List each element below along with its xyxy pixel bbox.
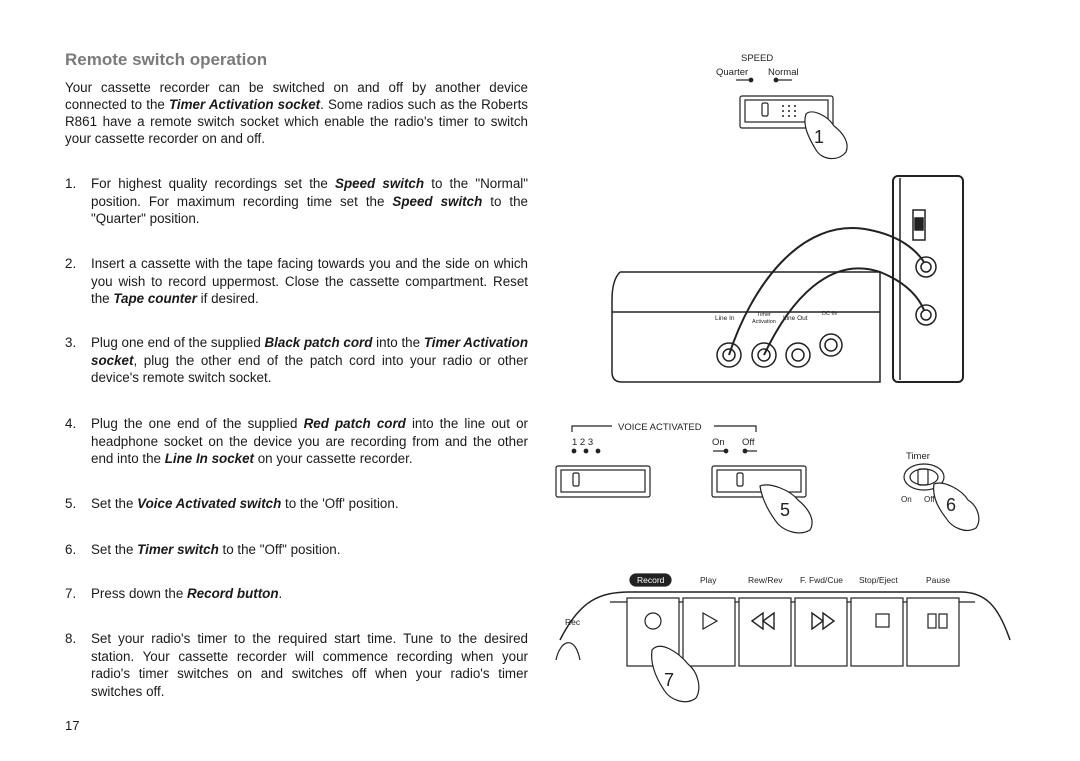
voice-activated-diagram: VOICE ACTIVATED 1 2 3 On Off 5	[555, 422, 813, 534]
page-title: Remote switch operation	[65, 50, 268, 69]
callout-5: 5	[780, 500, 790, 520]
line-in-label: Line In	[715, 315, 735, 322]
timer-switch-diagram: Timer On Off 6	[901, 451, 980, 531]
record-button-icon	[644, 612, 662, 630]
callout-1: 1	[814, 127, 824, 147]
socket-diagram: Line In Timer Activation Line Out DC 6v	[611, 175, 964, 383]
voice-title: VOICE ACTIVATED	[618, 422, 702, 433]
speed-normal-label: Normal	[768, 67, 799, 78]
step-text: Set the Voice Activated switch to the 'O…	[91, 496, 399, 511]
hand-pointer-icon	[759, 484, 813, 534]
transport-buttons-diagram: Record Play Rew/Rev F. Fwd/Cue Stop/Ejec…	[555, 573, 1011, 703]
hand-pointer-icon	[804, 111, 848, 160]
speed-title: SPEED	[741, 53, 773, 64]
page-number: 17	[65, 718, 80, 733]
step-text: Set the Timer switch to the "Off" positi…	[91, 542, 341, 557]
step-1: 1.For highest quality recordings set the…	[65, 176, 529, 226]
step-text: Plug one end of the supplied Black patch…	[91, 335, 528, 385]
callout-6: 6	[946, 495, 956, 515]
voice-levels-label: 1 2 3	[572, 437, 593, 448]
play-icon	[702, 611, 719, 631]
step-2: 2.Insert a cassette with the tape facing…	[65, 256, 528, 306]
step-text: Plug the one end of the supplied Red pat…	[91, 416, 528, 466]
step-text: Insert a cassette with the tape facing t…	[91, 256, 528, 306]
stop-icon	[875, 613, 890, 628]
timer-on-label: On	[901, 495, 912, 504]
step-4: 4.Plug the one end of the supplied Red p…	[65, 416, 528, 466]
intro-paragraph: Your cassette recorder can be switched o…	[65, 80, 528, 146]
callout-7: 7	[664, 670, 674, 690]
timer-title: Timer	[906, 451, 930, 462]
record-label: Record	[637, 575, 665, 585]
activation-label: Activation	[752, 319, 776, 325]
speed-switch-diagram: SPEED Quarter Normal 1	[716, 53, 848, 160]
speed-quarter-label: Quarter	[716, 67, 748, 78]
hand-pointer-icon	[651, 645, 700, 703]
line-out-label: Line Out	[783, 315, 808, 322]
step-text: Set your radio's timer to the required s…	[91, 631, 528, 699]
dc-label: DC 6v	[822, 311, 838, 317]
hand-pointer-icon	[933, 482, 980, 531]
step-6: 6.Set the Timer switch to the "Off" posi…	[65, 541, 528, 559]
step-3: 3.Plug one end of the supplied Black pat…	[65, 335, 528, 385]
play-label: Play	[700, 575, 717, 585]
voice-off-label: Off	[742, 437, 755, 448]
ffwd-label: F. Fwd/Cue	[800, 575, 843, 585]
rec-label: Rec	[565, 617, 581, 627]
pause-icon	[927, 613, 937, 629]
step-5: 5.Set the Voice Activated switch to the …	[65, 495, 528, 513]
step-7: 7.Press down the Record button.	[65, 585, 528, 603]
rew-label: Rew/Rev	[748, 575, 783, 585]
timer-socket-label: Timer	[757, 312, 771, 318]
step-text: Press down the Record button.	[91, 586, 283, 601]
voice-on-label: On	[712, 437, 725, 448]
rewind-icon	[750, 611, 775, 631]
step-8: 8.Set your radio's timer to the required…	[65, 631, 528, 699]
step-text: For highest quality recordings set the S…	[91, 176, 529, 226]
fast-forward-icon	[811, 611, 836, 631]
pause-label: Pause	[926, 575, 950, 585]
timer-off-label: Off	[924, 495, 935, 504]
stop-label: Stop/Eject	[859, 575, 898, 585]
